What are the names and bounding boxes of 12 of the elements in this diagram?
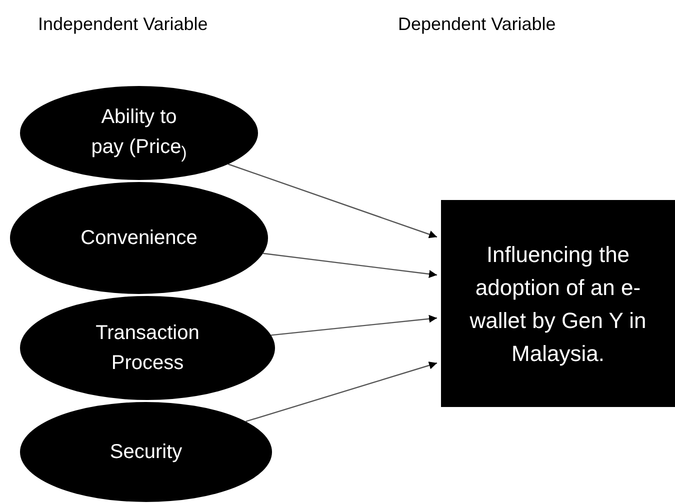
arrow xyxy=(228,164,438,238)
column-heading: Dependent Variable xyxy=(398,14,556,35)
node-label: Ability to pay (Price$_{)}$ xyxy=(90,104,188,164)
node-label: Influencing the adoption of an e-wallet by Gen Y in Malaysia. xyxy=(468,240,648,368)
node-label: Transaction Process xyxy=(94,321,200,376)
arrow xyxy=(262,252,438,278)
arrow xyxy=(246,362,438,422)
node-label: Convenience xyxy=(80,226,198,251)
arrow xyxy=(271,314,438,336)
column-heading: Independent Variable xyxy=(38,14,208,35)
outcome-box xyxy=(441,200,675,407)
node-label: Security xyxy=(110,440,182,465)
